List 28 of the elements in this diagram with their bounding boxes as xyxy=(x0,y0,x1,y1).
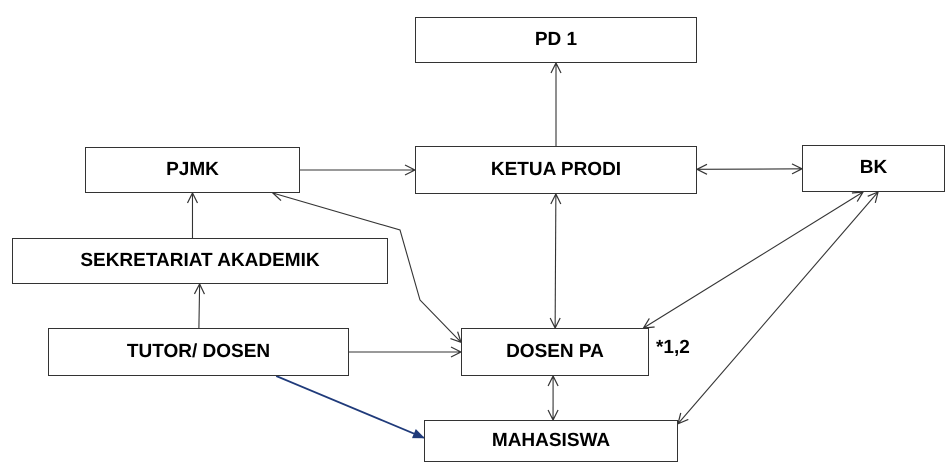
arrow xyxy=(186,192,198,238)
process-box xyxy=(85,147,300,193)
box-label: PJMK xyxy=(166,158,219,182)
process-box xyxy=(48,328,349,376)
process-box xyxy=(12,238,388,284)
arrow xyxy=(547,375,559,421)
arrow xyxy=(550,193,562,329)
arrow xyxy=(677,191,879,424)
arrow xyxy=(642,191,864,329)
arrow xyxy=(349,346,462,358)
arrow xyxy=(696,163,803,175)
process-box xyxy=(415,17,697,63)
box-label: DOSEN PA xyxy=(506,340,604,364)
process-box xyxy=(415,146,697,194)
arrow xyxy=(300,164,416,176)
arrow xyxy=(276,375,425,439)
process-box xyxy=(461,328,649,376)
box-label: PD 1 xyxy=(534,28,578,52)
box-label: KETUA PRODI xyxy=(490,158,622,182)
process-box xyxy=(802,145,945,192)
note-label: *1,2 xyxy=(656,336,690,360)
arrow xyxy=(550,62,562,146)
arrow xyxy=(194,283,206,328)
box-label: SEKRETARIAT AKADEMIK xyxy=(80,248,320,273)
process-box xyxy=(424,420,678,462)
box-label: MAHASISWA xyxy=(492,428,610,453)
box-label: BK xyxy=(860,156,888,180)
box-label: TUTOR/ DOSEN xyxy=(126,340,270,364)
